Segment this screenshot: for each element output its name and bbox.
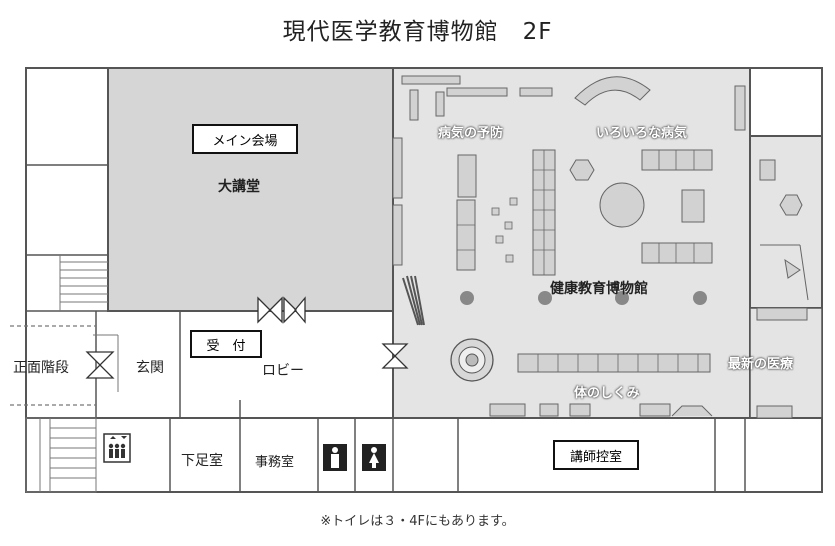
door-icon[interactable] xyxy=(85,296,409,379)
office-label: 事務室 xyxy=(255,455,295,470)
womens-toilet-icon[interactable] xyxy=(362,444,386,471)
round-exhibit xyxy=(599,182,645,228)
arch-exhibit xyxy=(574,76,651,106)
page-title: 現代医学教育博物館 2F xyxy=(282,19,553,45)
lecture-hall-area[interactable] xyxy=(107,67,394,312)
lobby-label: ロビー xyxy=(262,363,304,379)
mens-toilet-icon[interactable] xyxy=(323,444,347,471)
main-hall-label-box[interactable]: メイン会場 xyxy=(192,124,298,154)
lecturer-room-label-box[interactable]: 講師控室 xyxy=(553,440,639,470)
various-diseases-label: いろいろな病気 xyxy=(596,126,688,141)
shoe-room-label: 下足室 xyxy=(181,453,223,469)
body-mechanism-label: 体のしくみ xyxy=(574,386,640,401)
reception-label-box[interactable]: 受 付 xyxy=(190,330,262,358)
elevator-icon[interactable] xyxy=(103,433,131,463)
entrance-label: 玄関 xyxy=(136,360,164,376)
toilet-footnote: ※トイレは３・4Fにもあります。 xyxy=(320,514,515,529)
museum-label: 健康教育博物館 xyxy=(550,281,648,297)
exhibit-cases xyxy=(392,75,808,419)
latest-medicine-label: 最新の医療 xyxy=(728,357,794,372)
stairs-upper xyxy=(59,255,108,311)
disease-prevention-label: 病気の予防 xyxy=(438,126,504,141)
lecture-hall-label: 大講堂 xyxy=(218,179,260,195)
front-stairs-label: 正面階段 xyxy=(13,360,69,376)
stairs-lower xyxy=(25,417,97,493)
rotunda-exhibit xyxy=(450,338,494,382)
